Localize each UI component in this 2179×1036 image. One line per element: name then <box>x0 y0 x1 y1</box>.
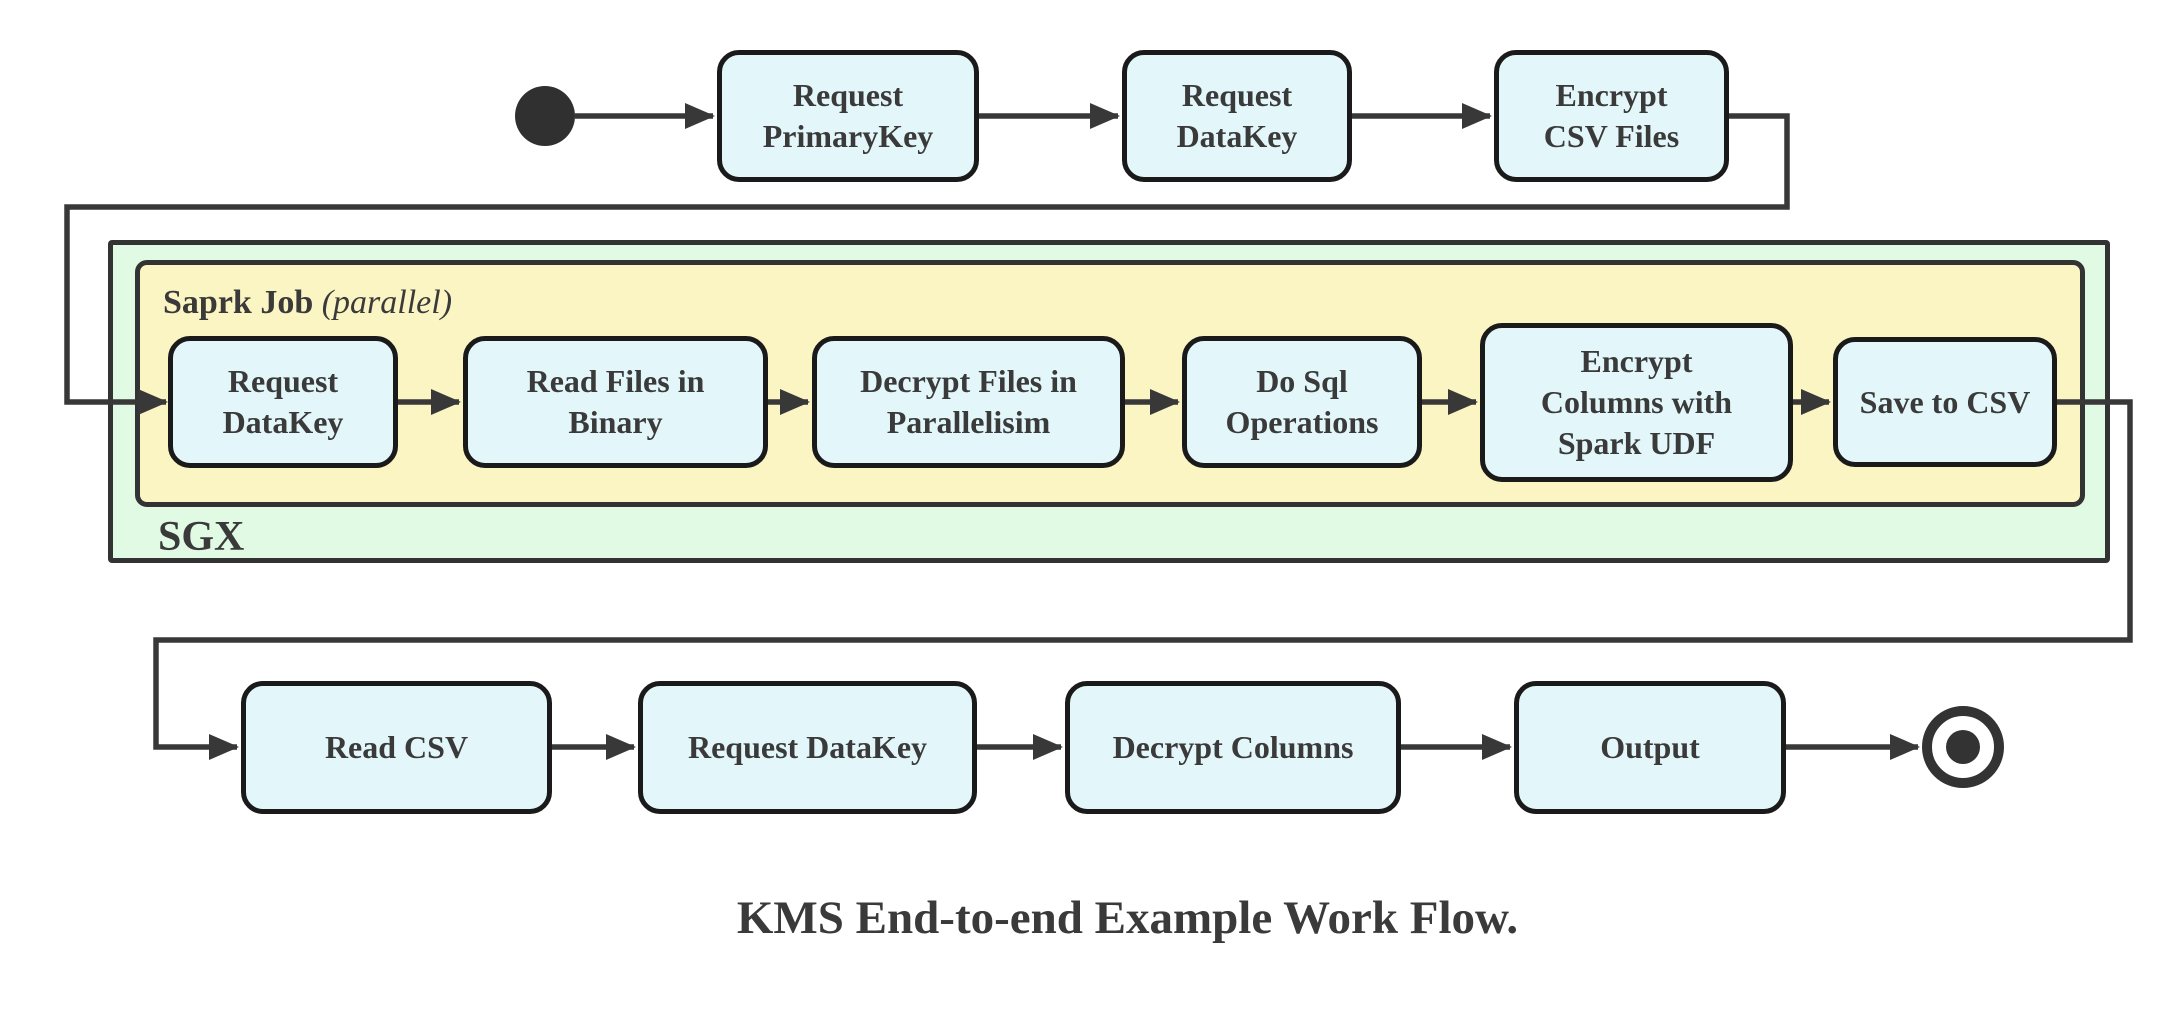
node-spark-request-datakey: Request DataKey <box>168 336 398 468</box>
node-save-to-csv: Save to CSV <box>1833 337 2057 467</box>
diagram-caption: KMS End-to-end Example Work Flow. <box>736 892 1519 944</box>
arrow-save-csv-to-read-csv <box>153 399 2133 760</box>
node-request-primarykey: Request PrimaryKey <box>717 50 979 182</box>
arrow-encrypt-csv-to-spark-request-datakey <box>64 113 1790 415</box>
spark-job-annotation: (parallel) <box>321 284 453 321</box>
node-decrypt-columns: Decrypt Columns <box>1065 681 1401 814</box>
node-request-datakey-top: Request DataKey <box>1122 50 1352 182</box>
node-request-datakey-bottom: Request DataKey <box>638 681 977 814</box>
initial-state-icon <box>515 86 575 146</box>
spark-job-title-bold: Saprk Job <box>163 284 314 321</box>
node-output: Output <box>1514 681 1786 814</box>
node-decrypt-files-in-parallelisim: Decrypt Files in Parallelisim <box>812 336 1125 468</box>
node-do-sql-operations: Do Sql Operations <box>1182 336 1422 468</box>
node-read-csv: Read CSV <box>241 681 552 814</box>
spark-job-title: Saprk Job (parallel) <box>163 284 452 322</box>
sgx-title: SGX <box>158 514 245 560</box>
node-read-files-in-binary: Read Files in Binary <box>463 336 768 468</box>
node-encrypt-columns-with-spark-udf: Encrypt Columns with Spark UDF <box>1480 323 1793 482</box>
node-encrypt-csv-files: Encrypt CSV Files <box>1494 50 1729 182</box>
final-state-dot-icon <box>1946 730 1980 764</box>
